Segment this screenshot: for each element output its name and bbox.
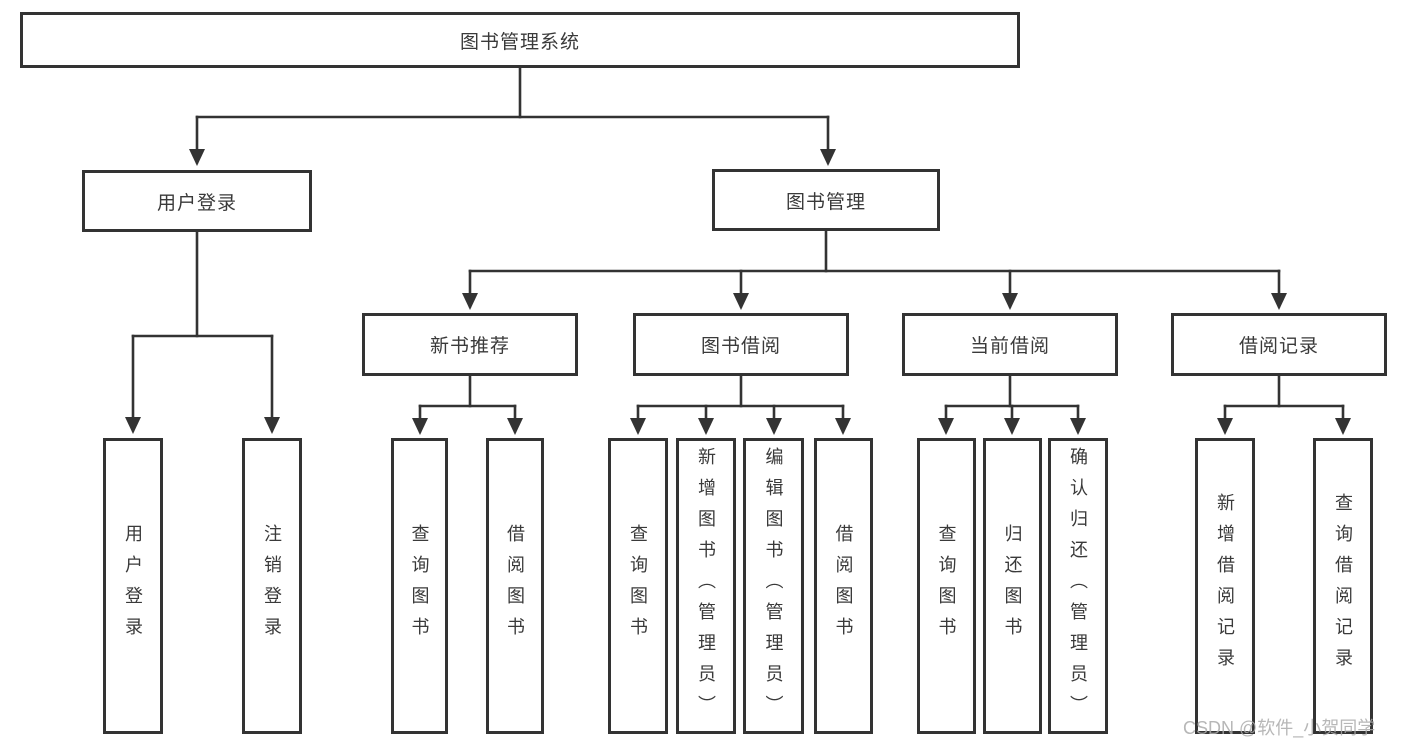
leaf-bb-borrow-books: 借阅图书 bbox=[814, 438, 873, 734]
leaf-bb-borrow-books-label: 借阅图书 bbox=[833, 524, 854, 648]
leaf-bb-add-books-admin-label: 新增图书（管理员） bbox=[696, 446, 716, 726]
node-root: 图书管理系统 bbox=[20, 12, 1020, 68]
leaf-cb-return-books-label: 归还图书 bbox=[1002, 524, 1023, 648]
leaf-user-login: 用户登录 bbox=[103, 438, 163, 734]
node-book-management-label: 图书管理 bbox=[785, 191, 866, 213]
node-book-borrowing: 图书借阅 bbox=[633, 313, 849, 376]
leaf-cb-query-books: 查询图书 bbox=[917, 438, 976, 734]
node-current-borrowing: 当前借阅 bbox=[902, 313, 1118, 376]
csdn-watermark: CSDN @软件_小贺同学 bbox=[1183, 718, 1376, 738]
node-book-borrowing-label: 图书借阅 bbox=[700, 336, 781, 357]
node-user-login-label: 用户登录 bbox=[156, 192, 237, 214]
leaf-bb-query-books: 查询图书 bbox=[608, 438, 668, 734]
leaf-cb-confirm-return-admin-label: 确认归还（管理员） bbox=[1068, 446, 1088, 726]
leaf-cb-query-books-label: 查询图书 bbox=[936, 524, 957, 648]
leaf-bb-add-books-admin: 新增图书（管理员） bbox=[676, 438, 736, 734]
node-new-book-recommendation-label: 新书推荐 bbox=[429, 336, 510, 357]
leaf-rec-borrow-books: 借阅图书 bbox=[486, 438, 544, 734]
leaf-logout: 注销登录 bbox=[242, 438, 302, 734]
leaf-bb-edit-books-admin-label: 编辑图书（管理员） bbox=[763, 446, 784, 726]
leaf-logout-label: 注销登录 bbox=[262, 524, 282, 648]
leaf-br-add-record: 新增借阅记录 bbox=[1195, 438, 1255, 734]
leaf-rec-query-books-label: 查询图书 bbox=[409, 524, 430, 648]
leaf-bb-query-books-label: 查询图书 bbox=[628, 524, 648, 648]
node-book-management: 图书管理 bbox=[712, 169, 940, 231]
leaf-user-login-label: 用户登录 bbox=[123, 524, 143, 648]
node-new-book-recommendation: 新书推荐 bbox=[362, 313, 578, 376]
leaf-br-add-record-label: 新增借阅记录 bbox=[1215, 493, 1235, 679]
node-borrowing-records-label: 借阅记录 bbox=[1238, 336, 1319, 357]
node-current-borrowing-label: 当前借阅 bbox=[969, 336, 1050, 357]
leaf-bb-edit-books-admin: 编辑图书（管理员） bbox=[743, 438, 804, 734]
leaf-br-query-record-label: 查询借阅记录 bbox=[1333, 493, 1353, 679]
node-root-label: 图书管理系统 bbox=[459, 31, 580, 53]
leaf-cb-confirm-return-admin: 确认归还（管理员） bbox=[1048, 438, 1108, 734]
leaf-rec-query-books: 查询图书 bbox=[391, 438, 448, 734]
leaf-rec-borrow-books-label: 借阅图书 bbox=[505, 524, 525, 648]
node-borrowing-records: 借阅记录 bbox=[1171, 313, 1387, 376]
leaf-cb-return-books: 归还图书 bbox=[983, 438, 1042, 734]
leaf-br-query-record: 查询借阅记录 bbox=[1313, 438, 1373, 734]
node-user-login: 用户登录 bbox=[82, 170, 312, 232]
